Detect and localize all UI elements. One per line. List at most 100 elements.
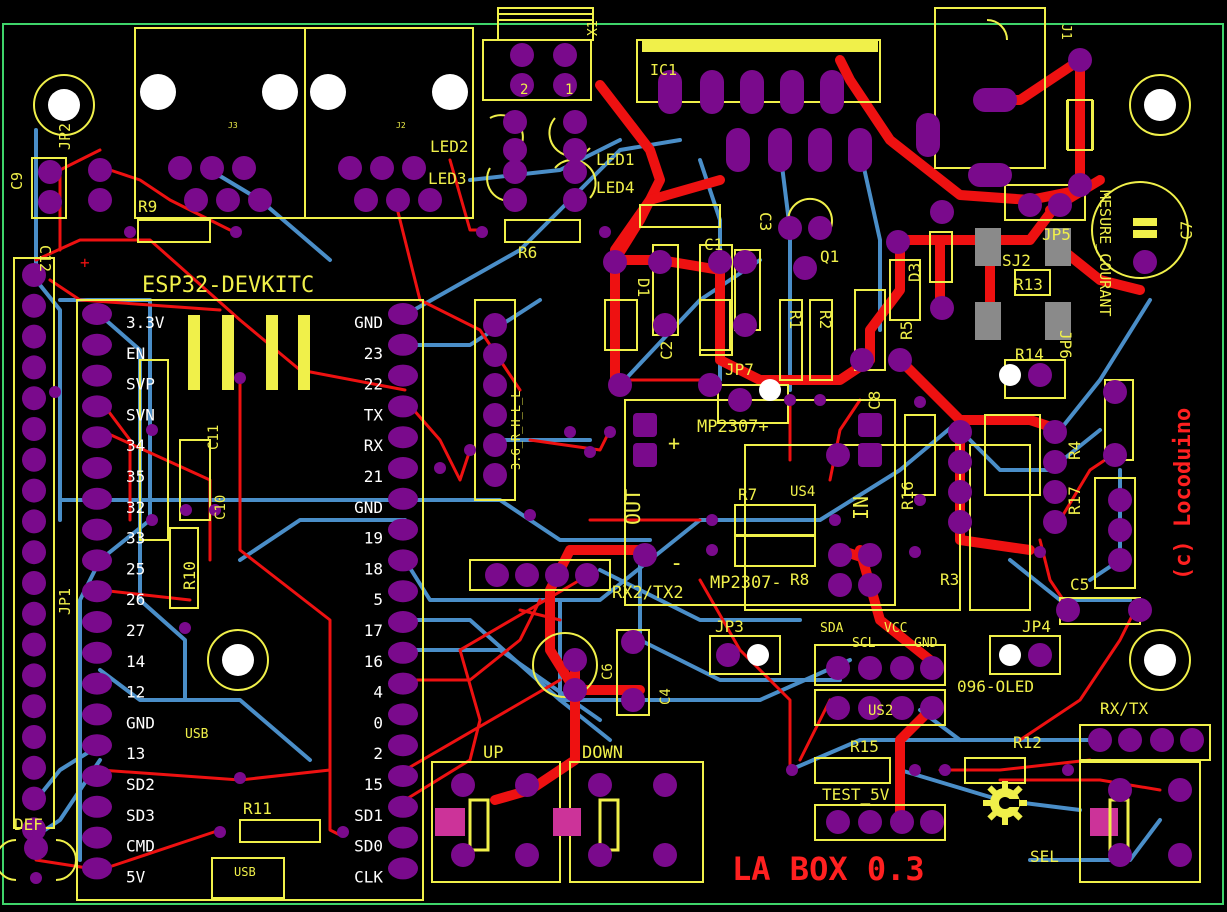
pcb-pad — [814, 394, 826, 406]
x1-pin2-label: 2 — [520, 82, 528, 98]
pcb-pad — [82, 395, 112, 418]
pcb-pad — [563, 188, 587, 212]
pcb-pad — [22, 725, 46, 749]
esp32-left-pin-label: SD3 — [126, 806, 155, 825]
pcb-pad — [451, 773, 475, 797]
jp4-label: JP4 — [1022, 617, 1051, 636]
pcb-pad — [22, 663, 46, 688]
pcb-pad — [388, 487, 418, 510]
pcb-pad — [402, 156, 426, 180]
pcb-pad — [584, 446, 596, 458]
pcb-pad — [563, 160, 587, 184]
esp32-right-pin-label: CLK — [354, 867, 383, 886]
pcb-pad — [733, 250, 757, 274]
esp32-left-pin-label: CMD — [126, 837, 155, 856]
pcb-pad — [483, 403, 507, 427]
pcb-pad — [22, 263, 46, 287]
pcb-pad — [38, 190, 62, 214]
pcb-pad — [483, 343, 507, 367]
pcb-pad — [829, 514, 841, 526]
pcb-pad — [388, 765, 418, 787]
pcb-pad — [476, 226, 488, 238]
pcb-pad — [1028, 363, 1052, 387]
button-up-label: UP — [483, 743, 503, 763]
pcb-pad — [653, 773, 677, 797]
pcb-pad — [124, 226, 136, 238]
pcb-pad — [733, 313, 757, 337]
rx2tx2-label: RX2/TX2 — [612, 583, 684, 603]
us2-label: US2 — [868, 703, 893, 719]
pcb-pad — [82, 303, 112, 325]
pcb-pad — [545, 563, 569, 587]
pcb-pad — [621, 630, 645, 654]
pcb-pad — [180, 504, 192, 516]
mp2307-plus-label: MP2307+ — [697, 417, 769, 437]
c10-label: C10 — [213, 495, 229, 520]
pcb-pad — [234, 372, 246, 384]
pcb-pad — [82, 795, 112, 818]
regulator-out-label: OUT — [621, 489, 645, 525]
pcb-pad — [388, 611, 418, 633]
pcb-pad — [706, 544, 718, 556]
pcb-pad — [909, 764, 921, 776]
board-outline — [2, 23, 1224, 905]
pcb-pad — [716, 643, 740, 667]
r14-label: R14 — [1015, 345, 1044, 364]
pcb-pad — [1180, 728, 1204, 752]
pcb-pad — [728, 388, 752, 412]
pcb-pad — [914, 494, 926, 506]
esp32-right-pin-label: TX — [364, 405, 384, 424]
pcb-pad — [914, 396, 926, 408]
sel-label: SEL — [1030, 847, 1059, 866]
esp32-left-pin-label: 26 — [126, 590, 145, 609]
pcb-pad — [826, 696, 850, 720]
pcb-pad — [1043, 510, 1067, 534]
pcb-pad — [22, 386, 46, 411]
usb-label: USB — [185, 727, 209, 742]
pcb-pad — [22, 632, 46, 657]
pcb-pad — [1128, 598, 1152, 622]
pcb-pad — [354, 188, 378, 212]
c1-label: C1 — [704, 235, 723, 254]
d3-label: D3 — [905, 263, 924, 282]
r6-label: R6 — [518, 243, 537, 262]
pcb-pad — [179, 622, 191, 634]
led3-label: LED3 — [428, 169, 467, 188]
esp32-left-pin-label: 3.3V — [126, 313, 165, 332]
pcb-pad — [633, 543, 657, 567]
jp3-label: JP3 — [715, 617, 744, 636]
pcb-pad — [82, 611, 112, 633]
d1-label: D1 — [634, 278, 653, 297]
pcb-pad — [858, 543, 882, 567]
pcb-pad — [890, 656, 914, 680]
pcb-pad — [82, 364, 112, 387]
jp1-label: JP1 — [56, 588, 74, 615]
c9-label: C9 — [8, 172, 26, 190]
j2-label: J2 — [396, 121, 406, 130]
pcb-pad — [1168, 843, 1192, 867]
esp32-left-pin-label: 14 — [126, 652, 145, 671]
pcb-pad — [968, 163, 1012, 187]
pcb-pad — [920, 810, 944, 834]
pcb-pad — [82, 857, 112, 880]
pcb-pad — [82, 457, 112, 479]
pcb-pad — [708, 250, 732, 274]
pcb-pad — [858, 573, 882, 597]
pcb-pad — [234, 772, 246, 784]
esp32-right-pin-label: 0 — [373, 713, 383, 732]
pcb-pad — [82, 672, 112, 695]
pcb-pad — [648, 250, 672, 274]
smd-pads — [975, 228, 1071, 340]
pcb-pad — [930, 296, 954, 320]
pcb-pad — [1150, 728, 1174, 752]
pcb-pad — [418, 188, 442, 212]
pcb-pad — [146, 514, 158, 526]
r3-label: R3 — [940, 570, 959, 589]
pcb-pad — [621, 688, 645, 712]
pcb-pad — [388, 734, 418, 757]
pcb-pad — [653, 313, 677, 337]
ic1-label: IC1 — [650, 61, 677, 79]
pcb-pad — [784, 394, 796, 406]
c7-label: C7 — [1177, 221, 1196, 240]
esp32-right-pin-label: 21 — [364, 467, 383, 486]
